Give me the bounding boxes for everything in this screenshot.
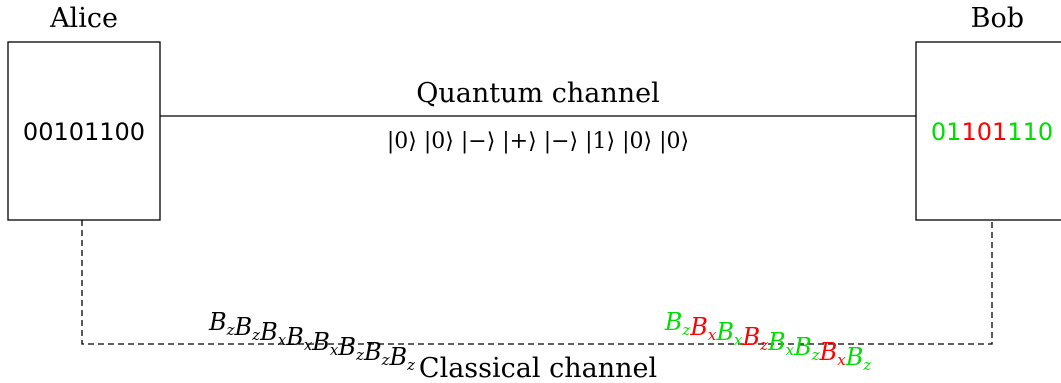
basis-letter: B [741,323,760,351]
basis-subscript: z [681,321,690,339]
basis-letter: B [208,308,227,336]
basis-letter: B [311,328,330,356]
basis-letter: B [285,323,304,351]
alice-box [7,41,161,221]
quantum-state: |−⟩ [537,129,578,154]
basis-letter: B [767,328,786,356]
alice-bases: BzBzBxBxBxBzBzBz [208,308,415,374]
bob-bit: 1 [946,118,961,146]
quantum-state: |0⟩ [652,129,689,154]
basis-letter: B [819,338,838,366]
basis-subscript: z [406,356,415,374]
basis-letter: B [259,318,278,346]
classical-channel-label: Classical channel [419,353,657,383]
basis-letter: B [337,333,356,361]
basis-letter: B [388,343,407,371]
basis-subscript: z [226,321,235,339]
alice-bits: 00101100 [23,118,145,146]
basis-subscript: z [862,356,871,374]
basis-subscript: x [304,336,313,354]
bob-bit: 1 [961,118,976,146]
basis-subscript: x [786,341,795,359]
quantum-state: |1⟩ [578,129,615,154]
basis-subscript: z [811,346,820,364]
classical-channel-line [81,220,993,345]
bob-bit: 1 [992,118,1007,146]
basis-letter: B [363,338,382,366]
basis-letter: B [845,343,864,371]
basis-subscript: z [381,351,390,369]
quantum-state: |0⟩ [417,129,454,154]
quantum-state: |0⟩ [387,129,417,154]
basis-subscript: x [278,331,287,349]
quantum-state: |−⟩ [454,129,495,154]
bob-bit: 0 [931,118,946,146]
basis-subscript: z [355,346,364,364]
bob-name: Bob [971,3,1024,34]
quantum-state: |0⟩ [615,129,652,154]
basis-subscript: x [330,341,339,359]
basis-subscript: z [759,336,768,354]
bob-bits: 01101110 [931,118,1053,146]
alice-name: Alice [49,3,118,34]
basis-letter: B [793,333,812,361]
bob-bit: 1 [1007,118,1022,146]
bob-bases: BzBxBxBzBxBzBxBz [664,308,872,374]
basis-letter: B [689,313,708,341]
basis-subscript: x [708,326,717,344]
quantum-channel-label: Quantum channel [416,78,659,109]
bob-box [915,41,1061,221]
quantum-state: |+⟩ [495,129,536,154]
bob-bit: 1 [1023,118,1038,146]
basis-letter: B [664,308,683,336]
basis-subscript: z [251,326,260,344]
basis-letter: B [715,318,734,346]
basis-letter: B [234,313,253,341]
basis-subscript: x [837,351,846,369]
quantum-states: |0⟩ |0⟩ |−⟩ |+⟩ |−⟩ |1⟩ |0⟩ |0⟩ [387,129,689,154]
basis-subscript: x [734,331,743,349]
bob-bit: 0 [1038,118,1053,146]
bob-bit: 0 [977,118,992,146]
